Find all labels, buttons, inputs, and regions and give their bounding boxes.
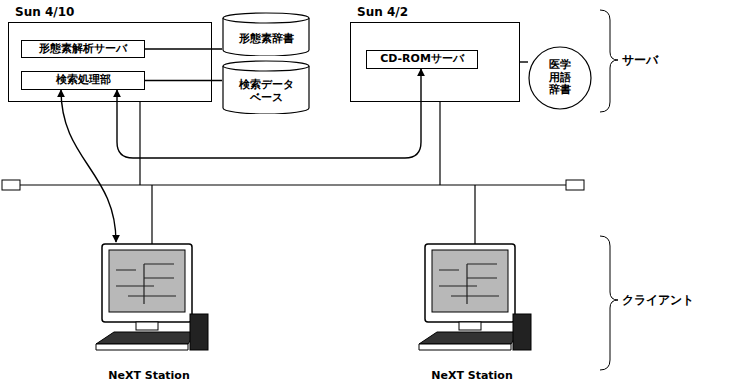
group-label: サーバ	[622, 52, 658, 69]
terminator	[2, 180, 20, 190]
dictionary-label: 医学 用語 辞書	[547, 59, 572, 97]
process-box: 検索処理部	[21, 71, 145, 90]
server-name: Sun 4/2	[357, 6, 408, 20]
process-label: 形態素解析サーバ	[39, 43, 127, 56]
network-drop	[139, 102, 140, 185]
connector	[61, 90, 116, 242]
dictionary-circle: 医学 用語 辞書	[528, 46, 592, 110]
server-box: Sun 4/2CD-ROMサーバ	[350, 22, 520, 102]
process-box: 形態素解析サーバ	[21, 40, 145, 58]
database-label: 形態素辞書	[239, 33, 294, 46]
terminator	[566, 180, 584, 190]
connector	[520, 61, 528, 62]
connector	[145, 80, 222, 81]
group-label: クライアント	[622, 292, 694, 309]
connector	[145, 48, 222, 49]
workstation-icon	[84, 240, 214, 362]
workstation-label: NeXT Station	[84, 370, 214, 383]
network-drop	[474, 185, 475, 244]
workstation-icon	[407, 240, 537, 362]
database-cylinder: 検索データ ベース	[222, 60, 310, 114]
process-label: 検索処理部	[56, 74, 111, 87]
server-box: Sun 4/10形態素解析サーバ検索処理部	[8, 22, 212, 102]
client-workstation: NeXT Station	[407, 240, 537, 385]
brace	[600, 236, 618, 370]
network-drop	[439, 102, 440, 185]
process-label: CD-ROMサーバ	[380, 53, 464, 66]
database-cylinder: 形態素辞書	[222, 12, 310, 56]
server-name: Sun 4/10	[15, 6, 74, 20]
client-workstation: NeXT Station	[84, 240, 214, 385]
network-drop	[151, 185, 152, 244]
database-label: 検索データ ベース	[235, 79, 297, 104]
workstation-label: NeXT Station	[407, 370, 537, 383]
network-bus	[20, 184, 566, 185]
process-box: CD-ROMサーバ	[366, 50, 478, 69]
brace	[600, 10, 618, 112]
